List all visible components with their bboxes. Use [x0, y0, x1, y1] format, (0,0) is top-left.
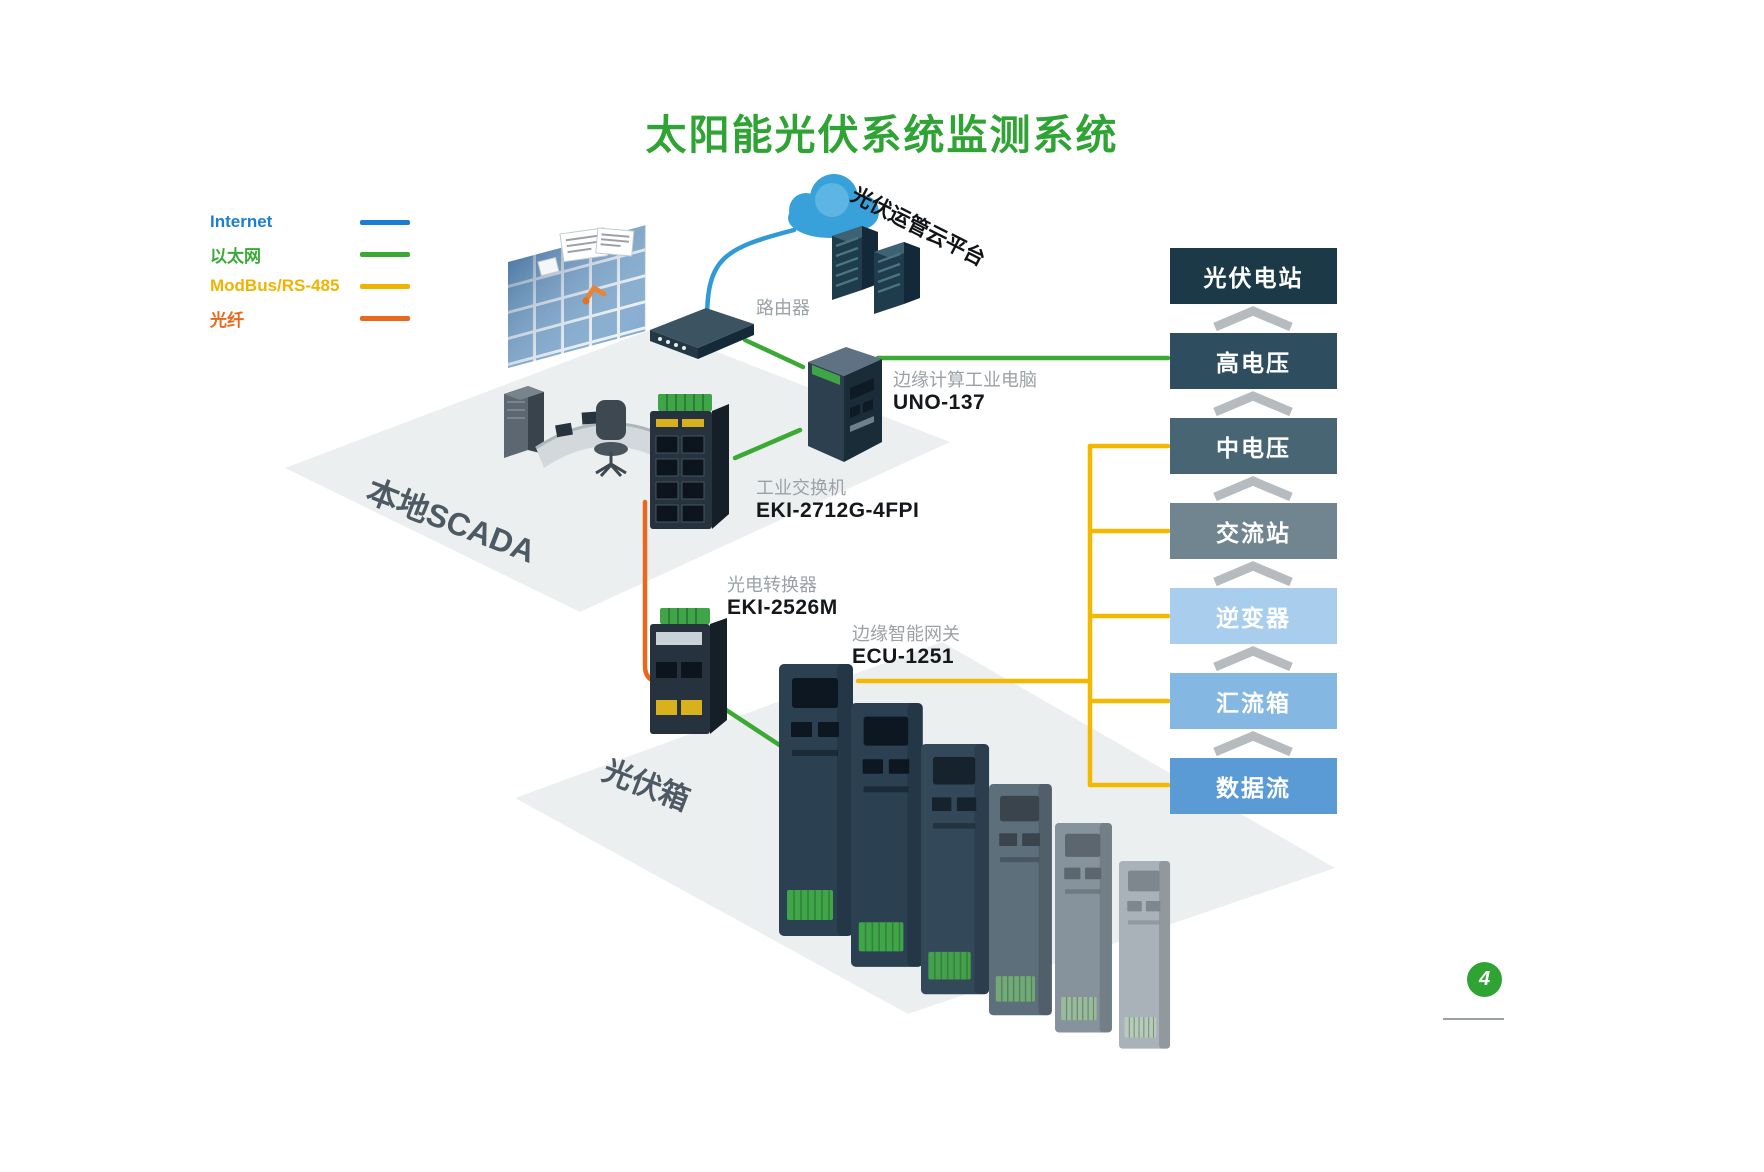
legend: Internet 以太网 ModBus/RS-485 光纤	[210, 206, 410, 334]
legend-line-swatch	[360, 219, 410, 225]
legend-label: 光纤	[210, 310, 244, 330]
iot-gateway-icon	[1118, 860, 1171, 1050]
voltage-stack: 光伏电站 高电压 中电压 交流站 逆变器 汇流箱 数据流	[1170, 248, 1337, 814]
switch-label: 工业交换机 EKI-2712G-4FPI	[756, 478, 920, 522]
chevron-up-icon	[1213, 731, 1293, 757]
industrial-switch-icon	[650, 394, 729, 529]
stack-item-combiner-box: 汇流箱	[1170, 673, 1337, 729]
gateway-label: 边缘智能网关 ECU-1251	[852, 624, 960, 668]
industrial-pc-icon	[808, 347, 882, 462]
cloud-servers-icon	[832, 226, 920, 314]
legend-line-swatch	[360, 283, 410, 289]
stack-item-pv-station: 光伏电站	[1170, 248, 1337, 304]
robot-arm-icon	[582, 284, 607, 305]
document-icons	[537, 227, 635, 277]
chevron-up-icon	[1213, 391, 1293, 417]
chevron-up-icon	[1213, 306, 1293, 332]
page-number-badge: 4	[1467, 962, 1502, 997]
modbus-lines	[855, 443, 1171, 788]
legend-item-ethernet: 以太网	[210, 238, 410, 270]
legend-label: Internet	[210, 212, 273, 231]
internet-line	[704, 227, 797, 323]
stack-item-high-voltage: 高电压	[1170, 333, 1337, 389]
converter-label: 光电转换器 EKI-2526M	[727, 575, 838, 619]
legend-label: 以太网	[210, 246, 261, 266]
stack-item-inverter: 逆变器	[1170, 588, 1337, 644]
chair-icon	[594, 400, 628, 478]
legend-line-swatch	[360, 251, 410, 257]
media-converter-icon	[650, 608, 727, 734]
footer-divider	[1443, 1018, 1504, 1020]
chevron-up-icon	[1213, 561, 1293, 587]
router-icon	[650, 308, 754, 359]
ethernet-line-switch-uno	[732, 427, 803, 461]
legend-item-fiber: 光纤	[210, 302, 410, 334]
iot-gateway-icon	[920, 743, 990, 995]
control-room-icon	[504, 386, 665, 478]
legend-label: ModBus/RS-485	[210, 276, 340, 295]
iot-gateway-icon	[988, 783, 1053, 1016]
iot-gateway-icon	[778, 663, 854, 937]
chevron-up-icon	[1213, 646, 1293, 672]
cloud-icon	[788, 174, 879, 238]
chevron-up-icon	[1213, 476, 1293, 502]
router-label: 路由器	[756, 298, 810, 318]
legend-item-internet: Internet	[210, 206, 410, 238]
legend-line-swatch	[360, 315, 410, 321]
legend-item-modbus: ModBus/RS-485	[210, 270, 410, 302]
page-title: 太阳能光伏系统监测系统	[645, 112, 1119, 158]
uno-label: 边缘计算工业电脑 UNO-137	[893, 370, 1037, 414]
iot-gateway-icon	[850, 702, 924, 968]
iot-gateway-icon	[1054, 822, 1113, 1034]
stack-item-data-flow: 数据流	[1170, 758, 1337, 814]
ethernet-line-router-uno	[742, 337, 806, 370]
stack-item-medium-voltage: 中电压	[1170, 418, 1337, 474]
stack-item-ac-station: 交流站	[1170, 503, 1337, 559]
